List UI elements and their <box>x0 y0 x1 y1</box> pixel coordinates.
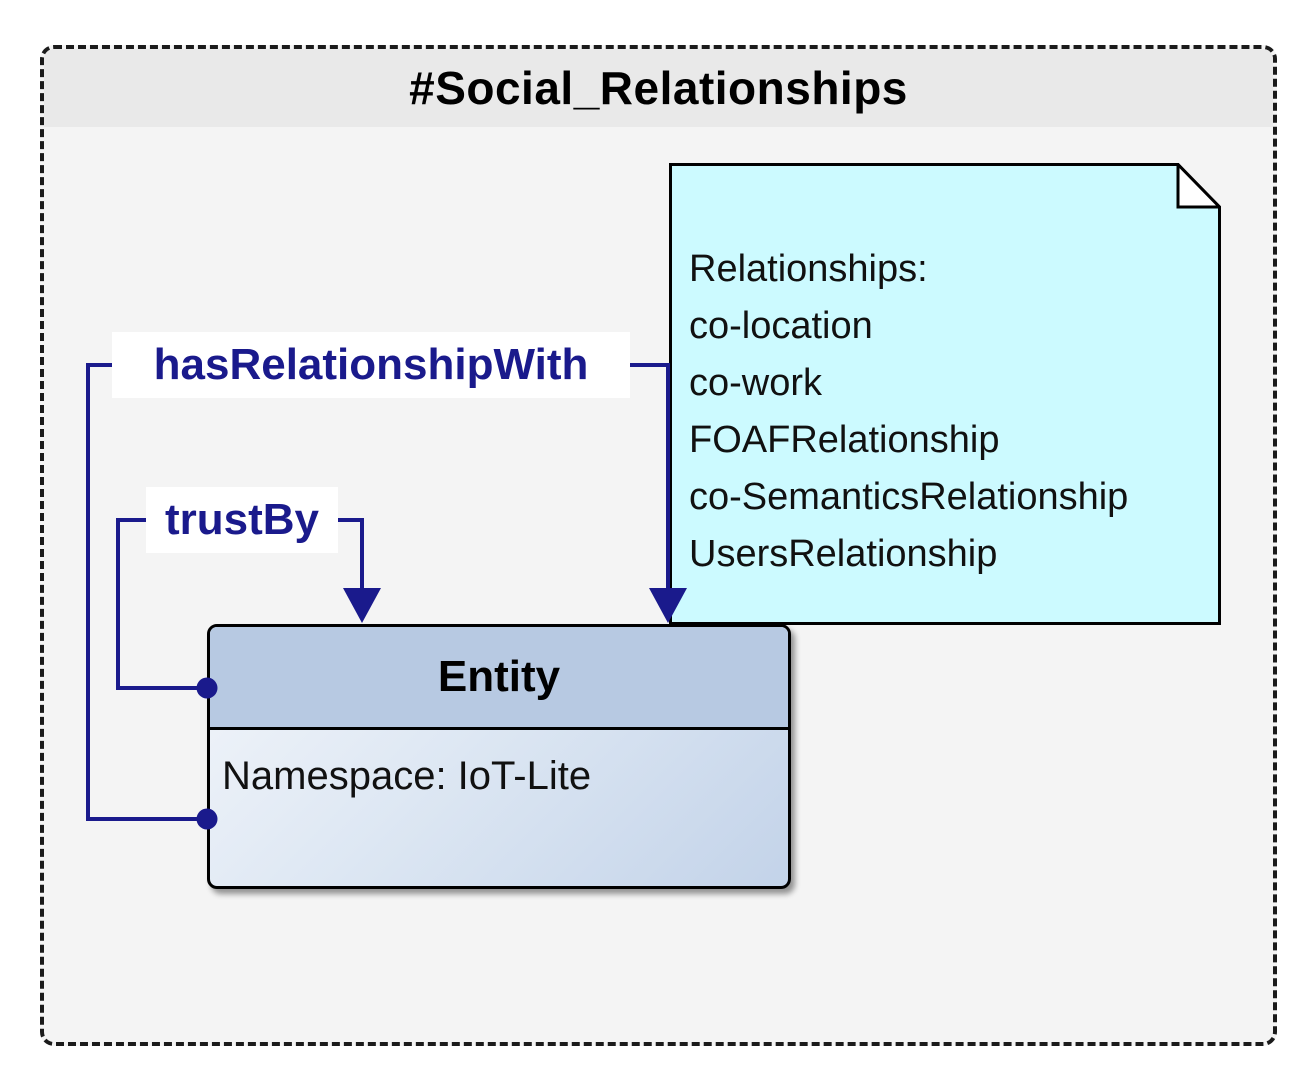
entity-namespace-text: Namespace: IoT-Lite <box>222 754 592 798</box>
note-body-shape <box>669 163 1221 625</box>
note-line: FOAFRelationship <box>689 419 1000 461</box>
note-line: co-location <box>689 305 873 347</box>
note-line: Relationships: <box>689 248 928 290</box>
note-line: UsersRelationship <box>689 533 998 575</box>
entity-title: Entity <box>437 652 561 701</box>
has-relationship-with-label: hasRelationshipWith <box>112 332 630 398</box>
note-text: Relationships: co-location co-work FOAFR… <box>689 241 1213 583</box>
relationships-note: Relationships: co-location co-work FOAFR… <box>669 163 1221 625</box>
package-title: #Social_Relationships <box>409 62 908 114</box>
has-relationship-with-text: hasRelationshipWith <box>153 340 589 389</box>
note-fold-corner <box>1176 163 1221 209</box>
note-shape <box>669 163 1221 625</box>
note-line: co-SemanticsRelationship <box>689 476 1129 518</box>
entity-header: Entity <box>210 627 788 730</box>
trust-by-text: trustBy <box>164 495 320 544</box>
entity-body: Namespace: IoT-Lite <box>210 730 788 799</box>
package-title-band: #Social_Relationships <box>44 49 1273 127</box>
note-line: co-work <box>689 362 823 404</box>
entity-class-box: Entity Namespace: IoT-Lite <box>207 624 791 889</box>
trust-by-label: trustBy <box>146 487 338 553</box>
